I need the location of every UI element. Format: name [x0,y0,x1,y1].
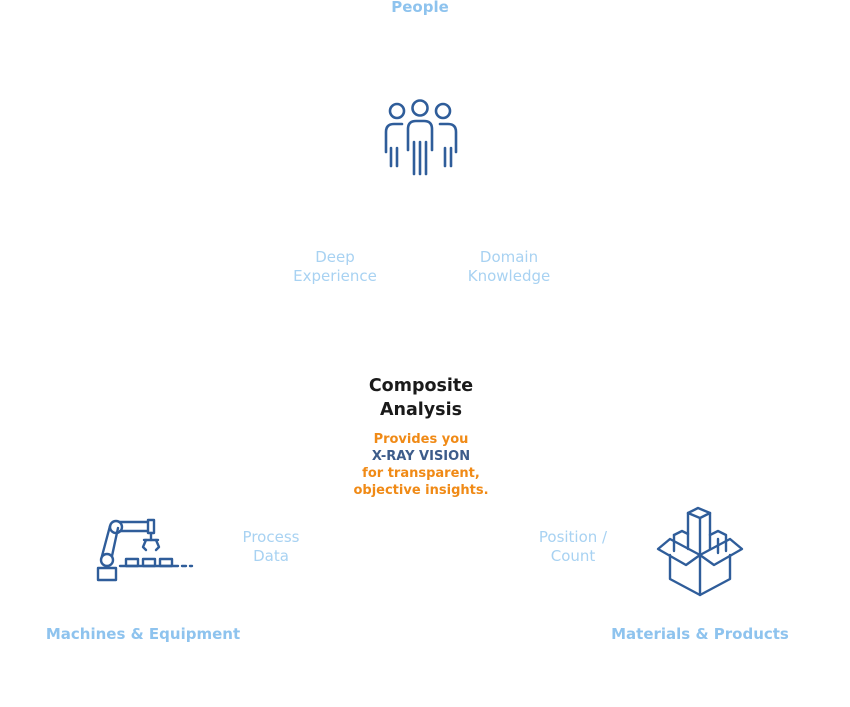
people-group-icon [384,99,458,176]
machines-title: Machines & Equipment [45,625,241,643]
edge-label-process-data: Process Data [242,528,300,565]
robotic-arm-conveyor-icon [96,518,194,582]
center-title: Composite Analysis [368,376,474,420]
materials-title: Materials & Products [611,625,789,643]
edge-label-position-count: Position / Count [538,528,608,565]
people-title: People [391,0,449,16]
edge-label-deep-experience: Deep Experience [293,248,377,285]
edge-label-domain-knowledge: Domain Knowledge [467,248,551,285]
center-tagline: Provides you X-RAY VISION for transparen… [353,432,489,498]
open-box-icon [656,506,744,597]
